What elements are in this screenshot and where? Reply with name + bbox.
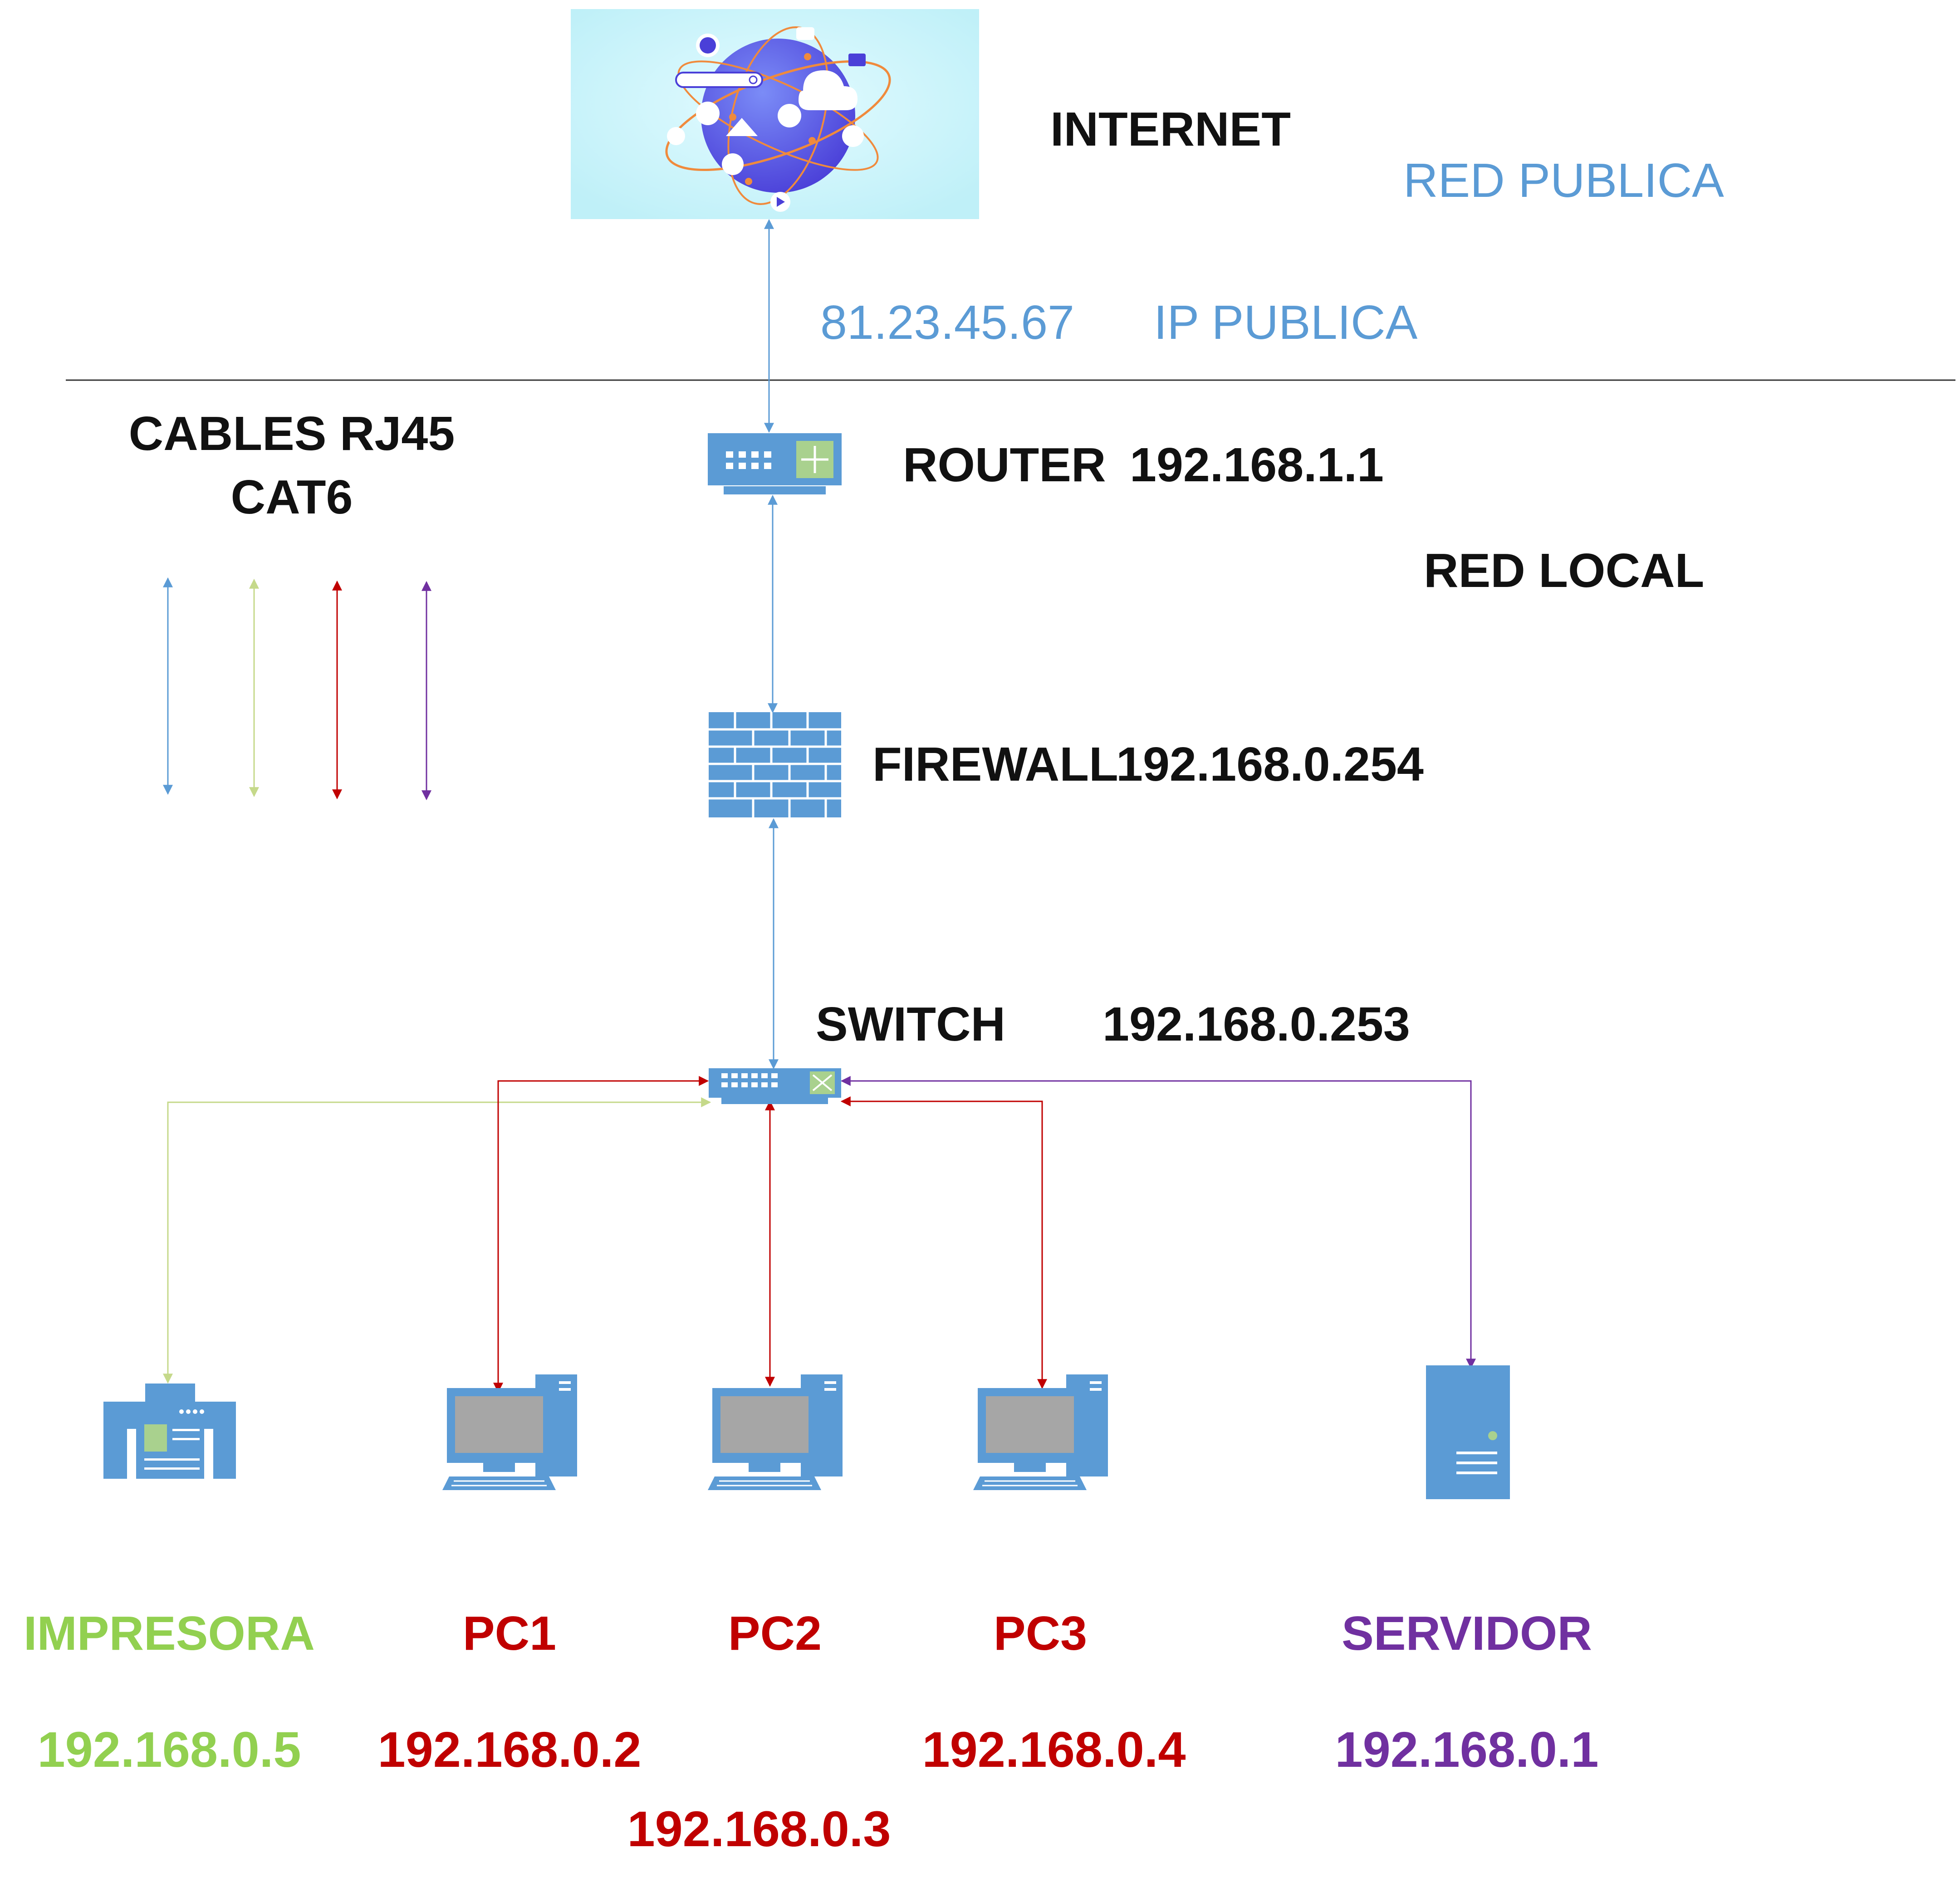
firewall-label: FIREWALL	[872, 738, 1118, 791]
server-icon	[1426, 1365, 1510, 1499]
printer-name: IMPRESORA	[24, 1607, 315, 1660]
switch-pc1-link	[493, 1076, 709, 1393]
firewall-ip: 192.168.0.254	[1116, 738, 1424, 791]
public-ip-label: IP PUBLICA	[1154, 296, 1418, 349]
public-ip-value: 81.23.45.67	[820, 296, 1074, 349]
pc1-name: PC1	[462, 1607, 557, 1660]
printer-ip: 192.168.0.5	[37, 1722, 301, 1778]
pc3-desktop-icon	[973, 1374, 1108, 1490]
switch-pc3-link	[840, 1096, 1047, 1389]
legend-title-line2: CAT6	[230, 470, 353, 524]
router-ip: 192.168.1.1	[1130, 438, 1384, 492]
pc2-name: PC2	[728, 1607, 822, 1660]
router-label: ROUTER	[903, 438, 1106, 492]
switch-ip: 192.168.0.253	[1102, 997, 1410, 1051]
public-network-label: RED PUBLICA	[1403, 154, 1724, 207]
pc3-name: PC3	[993, 1607, 1088, 1660]
switch-icon	[709, 1068, 841, 1104]
internet-label: INTERNET	[1050, 103, 1291, 156]
router-icon	[708, 433, 842, 494]
switch-label: SWITCH	[816, 997, 1006, 1051]
server-name: SERVIDOR	[1342, 1607, 1592, 1660]
pc1-desktop-icon	[442, 1374, 577, 1490]
legend-title-line1: CABLES RJ45	[128, 407, 455, 460]
server-ip: 192.168.0.1	[1335, 1722, 1599, 1778]
switch-printer-link	[163, 1097, 711, 1384]
local-network-label: RED LOCAL	[1424, 544, 1705, 597]
switch-server-link	[840, 1076, 1476, 1369]
printer-icon	[103, 1384, 236, 1479]
firewall-icon	[709, 712, 841, 817]
pc2-ip: 192.168.0.3	[627, 1801, 891, 1857]
pc2-desktop-icon	[708, 1374, 843, 1490]
pc1-ip: 192.168.0.2	[377, 1722, 642, 1778]
internet-globe-icon	[571, 9, 979, 219]
pc3-ip: 192.168.0.4	[922, 1722, 1186, 1778]
